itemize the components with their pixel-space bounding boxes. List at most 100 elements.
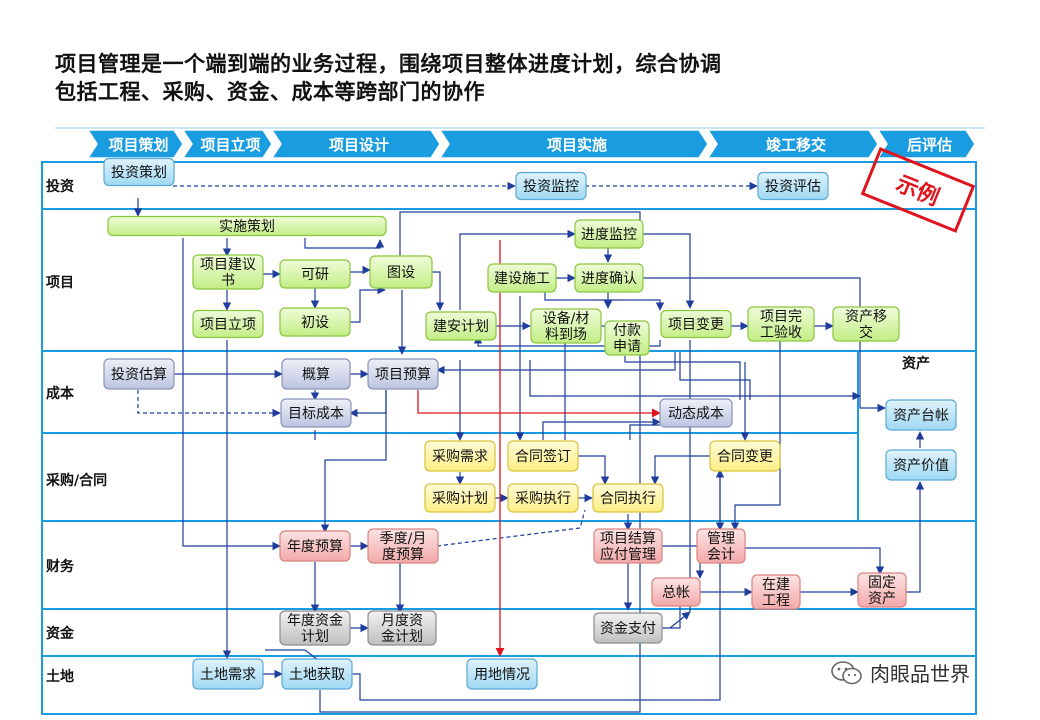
node-tdxq: 土地需求 xyxy=(192,658,264,690)
node-cgzx: 采购执行 xyxy=(507,483,579,513)
node-label: 合同变更 xyxy=(717,449,773,465)
node-tdhq: 土地获取 xyxy=(281,658,353,690)
asset-lane-label: 资产 xyxy=(902,355,930,372)
node-label: 金计划 xyxy=(381,629,423,645)
node-label: 用地情况 xyxy=(474,667,530,683)
phase-bar: 项目策划项目立项项目设计项目实施竣工移交后评估 xyxy=(86,129,976,159)
node-gs: 概算 xyxy=(281,358,351,390)
phase-label: 项目立项 xyxy=(200,136,260,154)
red-connectors xyxy=(417,240,661,657)
node-jsjh: 建安计划 xyxy=(425,311,497,341)
node-label: 管理 xyxy=(707,531,735,547)
title-line-2: 包括工程、采购、资金、成本等跨部门的协作 xyxy=(55,80,485,104)
node-dtcb: 动态成本 xyxy=(659,398,733,428)
phase-2: 项目立项 xyxy=(181,129,273,159)
watermark: 肉眼品世界 xyxy=(830,658,970,687)
node-zcjz: 资产价值 xyxy=(885,449,957,481)
title-line-1: 项目管理是一个端到端的业务过程，围绕项目整体进度计划，综合协调 xyxy=(55,52,722,76)
node-label: 土地获取 xyxy=(289,667,345,683)
phase-label: 后评估 xyxy=(907,136,952,154)
node-label: 工程 xyxy=(762,593,790,609)
node-label: 计划 xyxy=(301,629,329,645)
node-label: 设备/材 xyxy=(543,310,590,327)
node-label: 项目变更 xyxy=(668,317,724,333)
wechat-icon xyxy=(831,660,862,684)
node-label: 动态成本 xyxy=(668,406,724,422)
node-label: 合同执行 xyxy=(600,491,656,507)
node-label: 项目建议 xyxy=(200,257,256,273)
node-label: 在建 xyxy=(762,577,790,593)
node-label: 年度资金 xyxy=(287,613,343,629)
node-tzgs: 投资估算 xyxy=(103,358,175,390)
node-label: 土地需求 xyxy=(200,667,256,683)
node-label: 项目预算 xyxy=(375,367,431,383)
swimlanes xyxy=(41,161,977,715)
node-label: 度预算 xyxy=(382,547,424,563)
stamp-text: 示例 xyxy=(892,172,942,212)
node-label: 图设 xyxy=(387,265,415,281)
node-label: 总帐 xyxy=(662,585,690,601)
phase-label: 项目设计 xyxy=(329,136,389,154)
lane-label-1: 投资 xyxy=(46,178,74,195)
node-label: 资金支付 xyxy=(600,621,656,637)
node-label: 实施策划 xyxy=(219,218,275,235)
lane-label-7: 土地 xyxy=(46,668,74,685)
node-label: 项目立项 xyxy=(200,317,256,333)
node-xmlx: 项目立项 xyxy=(192,309,264,339)
phase-label: 项目策划 xyxy=(108,136,168,154)
node-label: 月度资 xyxy=(381,613,423,629)
node-label: 概算 xyxy=(302,367,330,383)
node-label: 采购需求 xyxy=(432,449,488,465)
node-label: 采购计划 xyxy=(432,491,488,507)
node-label: 目标成本 xyxy=(288,406,344,422)
node-label: 项目结算 xyxy=(600,531,656,547)
node-label: 合同签订 xyxy=(515,448,571,465)
node-cs: 初设 xyxy=(279,307,351,337)
node-label: 投资估算 xyxy=(111,367,167,383)
node-zctz: 资产台帐 xyxy=(885,399,957,431)
lane-label-2: 项目 xyxy=(46,275,74,291)
node-ts: 图设 xyxy=(369,255,433,289)
process-nodes: 投资策划投资监控投资评估实施策划项目建议书可研图设项目立项初设建安计划建设施工进… xyxy=(103,157,957,690)
phase-1: 项目策划 xyxy=(86,129,184,159)
lane-label-4: 采购/合同 xyxy=(45,472,107,489)
node-label: 可研 xyxy=(301,267,329,283)
node-label: 进度监控 xyxy=(581,227,637,243)
node-jdqr: 进度确认 xyxy=(574,263,644,293)
node-zz: 总帐 xyxy=(651,577,701,607)
node-cgxq: 采购需求 xyxy=(424,440,496,472)
node-label: 投资评估 xyxy=(765,179,821,195)
node-mbcb: 目标成本 xyxy=(280,398,352,428)
node-label: 初设 xyxy=(301,314,329,331)
node-label: 固定 xyxy=(868,575,896,591)
node-label: 申请 xyxy=(613,339,641,355)
node-jssg: 建设施工 xyxy=(487,263,557,293)
node-sscl: 实施策划 xyxy=(107,215,387,237)
node-label: 资产移 xyxy=(845,309,887,325)
phase-3: 项目设计 xyxy=(270,129,441,159)
node-cgjh: 采购计划 xyxy=(424,483,496,513)
lane-label-6: 资金 xyxy=(46,625,75,642)
node-label: 投资策划 xyxy=(111,164,167,181)
node-label: 项目完 xyxy=(760,309,802,325)
node-label: 料到场 xyxy=(545,327,587,343)
watermark-text: 肉眼品世界 xyxy=(870,662,970,686)
node-tzpg: 投资评估 xyxy=(757,171,829,201)
node-htzx: 合同执行 xyxy=(592,483,664,513)
lane-label-3: 成本 xyxy=(46,385,75,402)
phase-label: 项目实施 xyxy=(547,136,607,154)
node-label: 资产价值 xyxy=(893,458,949,474)
node-label: 进度确认 xyxy=(581,271,637,287)
